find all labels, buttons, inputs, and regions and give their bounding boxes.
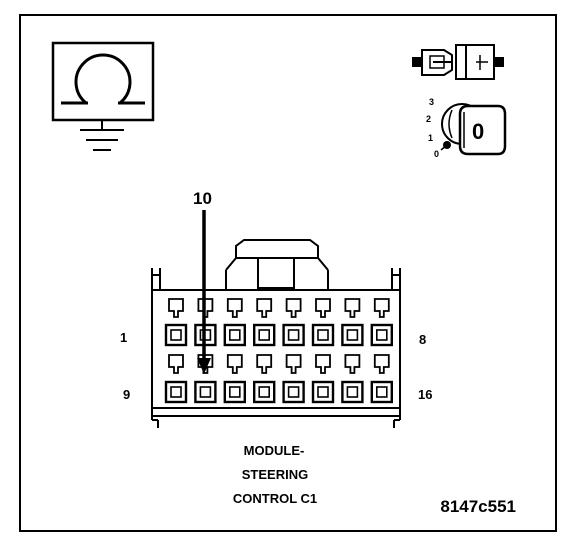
cavity-8: [370, 298, 393, 347]
caption-line-1: MODULE-: [244, 443, 305, 458]
pin-label-first-top: 1: [120, 330, 127, 345]
pin-label-last-bottom: 16: [418, 387, 432, 402]
cavity-4: [252, 298, 276, 347]
cavity-7: [341, 298, 364, 347]
cavity-1: [164, 298, 188, 347]
disconnected-connector-icon: [412, 44, 504, 80]
figure-id: 8147c551: [440, 497, 516, 516]
connector-body: [151, 239, 401, 428]
cavity-11: [223, 354, 247, 404]
cavity-5: [282, 298, 305, 347]
cavity-3: [223, 298, 247, 347]
cavity-14: [311, 354, 335, 404]
ignition-position-1: 1: [428, 133, 433, 143]
pin-label-first-bottom: 9: [123, 387, 130, 402]
ignition-key-switch-icon: 3 2 1 0 0: [426, 97, 507, 159]
cavity-16: [370, 354, 393, 404]
cavity-12: [252, 354, 276, 404]
pin-label-last-top: 8: [419, 332, 426, 347]
caption-line-2: STEERING: [242, 467, 308, 482]
connector-pins: [164, 298, 393, 404]
cavity-9: [164, 354, 188, 404]
pin-10-callout-arrow: [197, 210, 211, 374]
ignition-key-label: 0: [472, 119, 484, 144]
cavity-15: [341, 354, 364, 404]
ignition-position-3: 3: [429, 97, 434, 107]
outer-border: [19, 14, 557, 532]
cavity-13: [282, 354, 305, 404]
cavity-6: [311, 298, 335, 347]
callout-pin-number: 10: [193, 189, 212, 208]
ignition-position-0: 0: [434, 149, 439, 159]
caption-line-3: CONTROL C1: [233, 491, 317, 506]
ohmmeter-ground-icon: [51, 41, 155, 151]
ignition-position-2: 2: [426, 114, 431, 124]
